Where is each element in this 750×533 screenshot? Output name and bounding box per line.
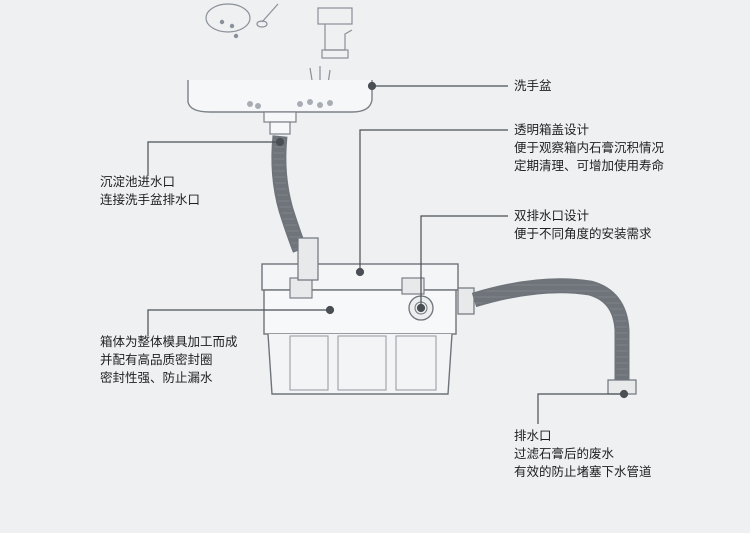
basin-label: 洗手盆 (514, 78, 552, 93)
tank-body-label: 箱体为整体模具加工而成 并配有高品质密封圈 密封性强、防止漏水 (100, 334, 238, 385)
leader-lines (147, 81, 629, 424)
basin-icon (187, 80, 373, 135)
sediment-inlet-label: 沉淀池进水口 连接洗手盆排水口 (100, 174, 201, 207)
outlet-hose (471, 278, 630, 380)
drain-outlet-label: 排水口 过滤石膏后的废水 有效的防止堵塞下水管道 (514, 428, 652, 479)
transparent-lid-label: 透明箱盖设计 便于观察箱内石膏沉积情况 定期清理、可增加使用寿命 (514, 122, 665, 173)
faucet-icon (309, 7, 353, 85)
tank-body (261, 237, 475, 395)
mixing-bowl-icon (205, 3, 279, 39)
double-outlet-label: 双排水口设计 便于不同角度的安装需求 (514, 208, 652, 241)
